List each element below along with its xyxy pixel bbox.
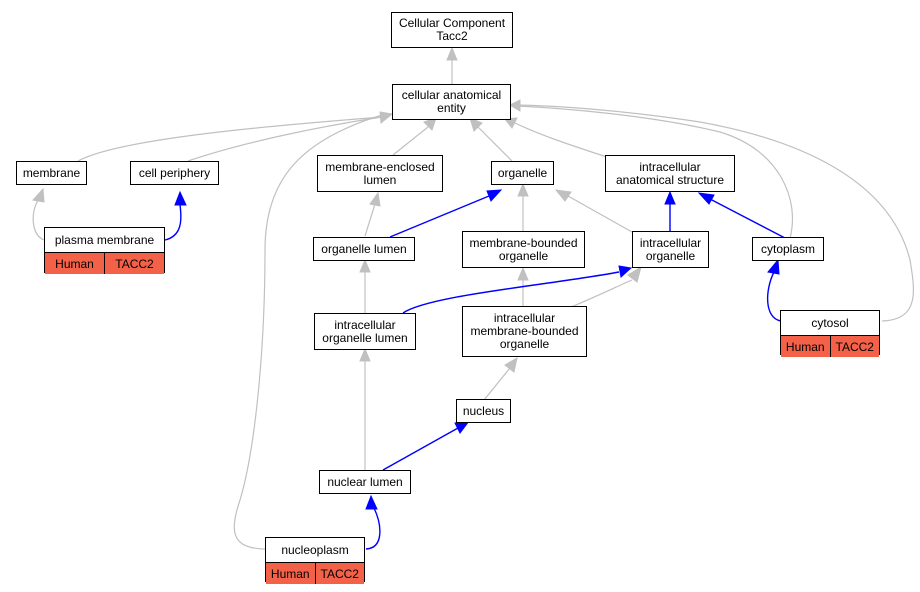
node-label: membrane-enclosed bbox=[325, 159, 435, 174]
node-organelle[interactable]: organelle bbox=[491, 161, 554, 185]
node-organelle-lumen[interactable]: organelle lumen bbox=[313, 237, 415, 261]
node-intracellular-anatomical-structure[interactable]: intracellular anatomical structure bbox=[605, 155, 735, 192]
node-cytoplasm[interactable]: cytoplasm bbox=[752, 237, 824, 261]
node-label: cell periphery bbox=[138, 165, 211, 180]
edge-cytosol-cae bbox=[516, 104, 914, 322]
edge-cellperiphery-cae bbox=[187, 116, 383, 162]
node-label: membrane bbox=[22, 165, 81, 180]
arrow-membrane-cae bbox=[379, 111, 394, 124]
node-membrane[interactable]: membrane bbox=[16, 161, 87, 185]
node-intracellular-organelle-lumen[interactable]: intracellular organelle lumen bbox=[314, 313, 416, 350]
node-label: intracellular bbox=[639, 235, 702, 250]
edge-imbo-io bbox=[570, 279, 633, 308]
node-label: membrane-bounded bbox=[470, 324, 579, 338]
edge-plasma-membrane-membrane bbox=[32, 199, 45, 241]
arrow-nucleus-imbo bbox=[504, 356, 518, 373]
edge-membrane-cae bbox=[77, 116, 383, 162]
edge-nuclearlumen-nucleus bbox=[382, 427, 459, 471]
node-nucleoplasm[interactable]: nucleoplasm Human TACC2 bbox=[265, 537, 365, 584]
edge-cytosol-cytoplasm bbox=[766, 271, 782, 322]
node-cellular-component-root[interactable]: Cellular Component Tacc2 bbox=[391, 12, 513, 48]
arrow-ias-cae bbox=[504, 117, 518, 129]
species-cell: Human bbox=[781, 336, 830, 357]
node-label: plasma membrane bbox=[45, 228, 164, 253]
edge-nucleus-imbo bbox=[483, 367, 511, 401]
node-plasma-membrane[interactable]: plasma membrane Human TACC2 bbox=[44, 227, 165, 274]
edge-mel-cae bbox=[392, 126, 429, 156]
edge-cytoplasm-cae bbox=[516, 105, 794, 239]
species-cell: Human bbox=[45, 253, 104, 274]
edge-io-organelle bbox=[567, 195, 633, 233]
node-nucleus[interactable]: nucleus bbox=[456, 399, 511, 423]
edge-plasma-membrane-cellperiphery bbox=[164, 204, 182, 241]
arrow-cytoplasm-ias bbox=[697, 192, 715, 205]
node-label: nucleoplasm bbox=[266, 538, 364, 563]
species-cell: Human bbox=[266, 563, 315, 584]
node-label: organelle bbox=[497, 165, 548, 180]
annotation-row: Human TACC2 bbox=[266, 563, 364, 584]
edge-ias-cae bbox=[514, 122, 611, 159]
node-label: organelle lumen bbox=[321, 241, 407, 256]
arrow-iol-organellelumen bbox=[359, 258, 371, 273]
node-cell-periphery[interactable]: cell periphery bbox=[130, 161, 219, 185]
node-membrane-bounded-organelle[interactable]: membrane-bounded organelle bbox=[462, 231, 585, 268]
node-intracellular-membrane-bounded-organelle[interactable]: intracellular membrane-bounded organelle bbox=[462, 306, 587, 357]
arrow-nucleoplasm-nuclearlumen bbox=[365, 494, 378, 510]
edge-iol-io bbox=[402, 271, 620, 314]
arrow-cytoplasm-cae bbox=[508, 99, 521, 112]
node-label: lumen bbox=[363, 172, 397, 187]
edge-organellelumen-organelle bbox=[389, 195, 490, 238]
node-label: organelle bbox=[645, 248, 696, 263]
gene-cell: TACC2 bbox=[314, 563, 364, 584]
arrow-mbo-organelle bbox=[517, 182, 529, 197]
node-label: Cellular Component bbox=[398, 16, 506, 30]
node-intracellular-organelle[interactable]: intracellular organelle bbox=[632, 231, 709, 268]
arrow-mel-cae bbox=[423, 117, 437, 131]
node-label: cytoplasm bbox=[760, 241, 816, 256]
node-membrane-enclosed-lumen[interactable]: membrane-enclosed lumen bbox=[317, 155, 443, 192]
node-label: nucleus bbox=[462, 403, 505, 418]
arrow-organelle-cae bbox=[469, 117, 483, 132]
node-cytosol[interactable]: cytosol Human TACC2 bbox=[780, 310, 880, 357]
node-label: nuclear lumen bbox=[327, 474, 403, 489]
node-label: Tacc2 bbox=[436, 29, 468, 43]
edge-organellelumen-mel bbox=[364, 203, 376, 237]
node-label: intracellular bbox=[334, 317, 396, 332]
node-label: organelle bbox=[499, 337, 550, 351]
node-label: intracellular bbox=[493, 311, 556, 325]
node-label: organelle lumen bbox=[322, 330, 408, 345]
arrow-io-ias bbox=[664, 190, 676, 205]
arrow-organellelumen-mel bbox=[369, 191, 381, 207]
arrow-imbo-mbo bbox=[517, 266, 529, 281]
arrow-organellelumen-organelle bbox=[486, 189, 503, 202]
node-label: cellular anatomical bbox=[401, 88, 502, 102]
node-label: entity bbox=[437, 101, 466, 115]
arrow-cytosol-cytoplasm bbox=[767, 258, 780, 275]
node-label: intracellular bbox=[639, 159, 701, 174]
arrow-nuclearlumen-iol bbox=[359, 347, 371, 362]
edge-nucleoplasm-cae bbox=[233, 114, 383, 550]
arrow-plasma-membrane-cellperiphery bbox=[174, 190, 187, 206]
node-label: organelle bbox=[498, 248, 549, 263]
edge-cytoplasm-ias bbox=[709, 198, 786, 239]
node-cellular-anatomical-entity[interactable]: cellular anatomical entity bbox=[392, 84, 511, 120]
arrow-imbo-io bbox=[627, 265, 642, 283]
node-label: anatomical structure bbox=[615, 172, 725, 187]
node-label: membrane-bounded bbox=[469, 235, 578, 250]
gene-cell: TACC2 bbox=[104, 253, 164, 274]
edge-organelle-cae bbox=[477, 126, 513, 162]
arrow-plasma-membrane-membrane bbox=[32, 187, 45, 203]
arrow-iol-io bbox=[618, 265, 633, 278]
node-nuclear-lumen[interactable]: nuclear lumen bbox=[319, 470, 411, 494]
arrow-io-organelle bbox=[554, 189, 572, 202]
node-label: cytosol bbox=[781, 311, 879, 336]
arrow-cae-root bbox=[446, 46, 458, 61]
annotation-row: Human TACC2 bbox=[781, 336, 879, 357]
edge-nucleoplasm-nuclearlumen bbox=[365, 507, 381, 550]
annotation-row: Human TACC2 bbox=[45, 253, 164, 274]
gene-cell: TACC2 bbox=[829, 336, 879, 357]
